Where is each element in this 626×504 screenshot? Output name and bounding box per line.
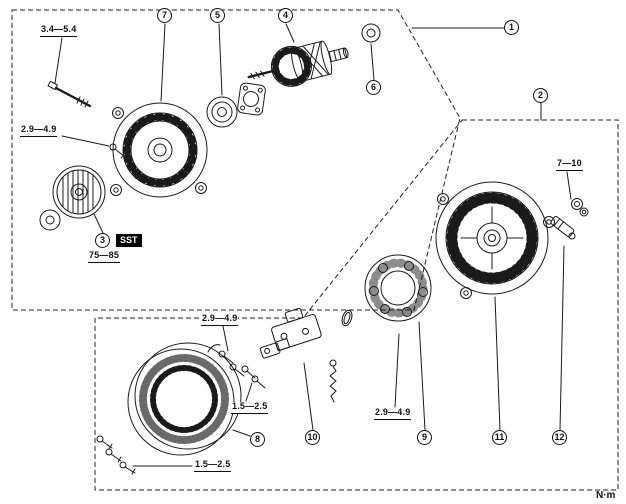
rear-bracket-drawing (435, 181, 555, 299)
callout-10: 10 (305, 430, 320, 445)
stator-screws-drawing (96, 435, 136, 475)
torque-label-front-screw: 2.9—4.9 (20, 124, 58, 137)
torque-label-rectifier-screws: 2.9—4.9 (374, 407, 412, 420)
terminal-parts-drawing (550, 198, 589, 240)
through-bolt-drawing (47, 80, 92, 108)
brush-holder-regulator-drawing (259, 307, 322, 359)
torque-label-through-screws: 1.5—2.5 (194, 459, 232, 472)
callout-6-num: 6 (370, 82, 376, 92)
bearing-retainer-plate-drawing (237, 82, 266, 116)
callout-3: 3 (95, 233, 110, 248)
spacer-ring-drawing (361, 23, 381, 43)
torque-label-terminal: 7—10 (556, 158, 583, 171)
stator-drawing (127, 342, 242, 456)
callout-2-num: 2 (537, 90, 543, 100)
callout-9-num: 9 (421, 432, 427, 442)
callout-2: 2 (533, 88, 548, 103)
torque-label-regulator-screws: 2.9—4.9 (201, 313, 239, 326)
pulley-drawing (52, 165, 106, 219)
callout-8: 8 (250, 432, 265, 447)
front-bracket-drawing (110, 102, 208, 198)
callout-11: 11 (492, 430, 507, 445)
callout-4-num: 4 (282, 10, 288, 20)
regulator-screws-drawing (218, 350, 245, 377)
torque-label-bracket-screws: 1.5—2.5 (231, 401, 269, 414)
callout-11-num: 11 (494, 432, 505, 442)
o-ring-drawing (341, 309, 353, 327)
torque-unit-label: N·m (596, 490, 616, 501)
callout-leader-lines (93, 23, 565, 437)
callout-10-num: 10 (307, 432, 318, 442)
callout-7: 7 (157, 8, 172, 23)
washer-drawing (39, 209, 61, 231)
callout-9: 9 (417, 430, 432, 445)
bracket-screws-drawing (241, 365, 266, 389)
callout-12-num: 12 (554, 432, 565, 442)
callout-1: 1 (504, 20, 519, 35)
callout-1-num: 1 (508, 22, 514, 32)
callout-7-num: 7 (161, 10, 167, 20)
torque-label-pulley: 75—85 (88, 250, 121, 263)
callout-6: 6 (366, 80, 381, 95)
sst-badge: SST (116, 234, 142, 247)
bearing-drawing (206, 96, 238, 128)
callout-12: 12 (552, 430, 567, 445)
rectifier-drawing (364, 254, 432, 322)
callout-4: 4 (278, 8, 293, 23)
spring-bolt-drawing (329, 359, 337, 403)
torque-label-through-bolt: 3.4—5.4 (40, 24, 78, 37)
rotor-drawing (247, 40, 349, 87)
callout-8-num: 8 (254, 434, 260, 444)
boundary-box-1 (11, 9, 461, 311)
callout-5: 5 (210, 8, 225, 23)
callout-3-num: 3 (99, 235, 105, 245)
callout-5-num: 5 (214, 10, 220, 20)
torque-leader-lines (54, 37, 572, 467)
